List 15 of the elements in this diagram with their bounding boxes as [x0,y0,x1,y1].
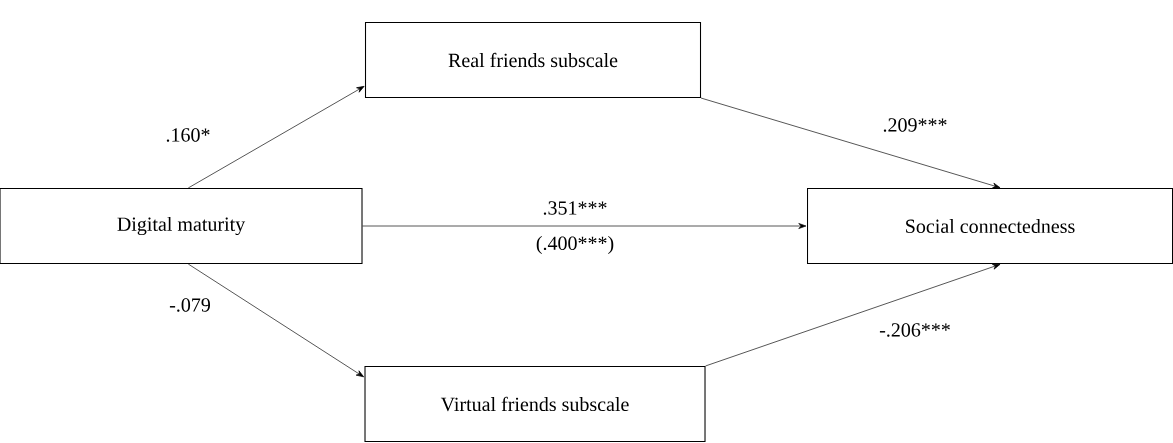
arrow [705,263,1001,367]
coefficient-label: (.400***) [534,234,616,256]
arrow [187,263,364,378]
process-box: Real friends subscale [364,21,702,99]
process-box: Virtual friends subscale [364,365,706,443]
arrow [187,86,365,189]
edge-label: .351*** [541,199,609,217]
edge-label: .209*** [881,116,949,134]
arrow [700,97,1001,189]
edge-label: -.206*** [877,321,953,339]
process-box: Social connectedness [806,187,1173,265]
edge-label: .160* [164,126,212,144]
process-box: Digital maturity [0,187,363,265]
arrow [362,223,807,229]
edge-label: -.079 [167,296,213,314]
